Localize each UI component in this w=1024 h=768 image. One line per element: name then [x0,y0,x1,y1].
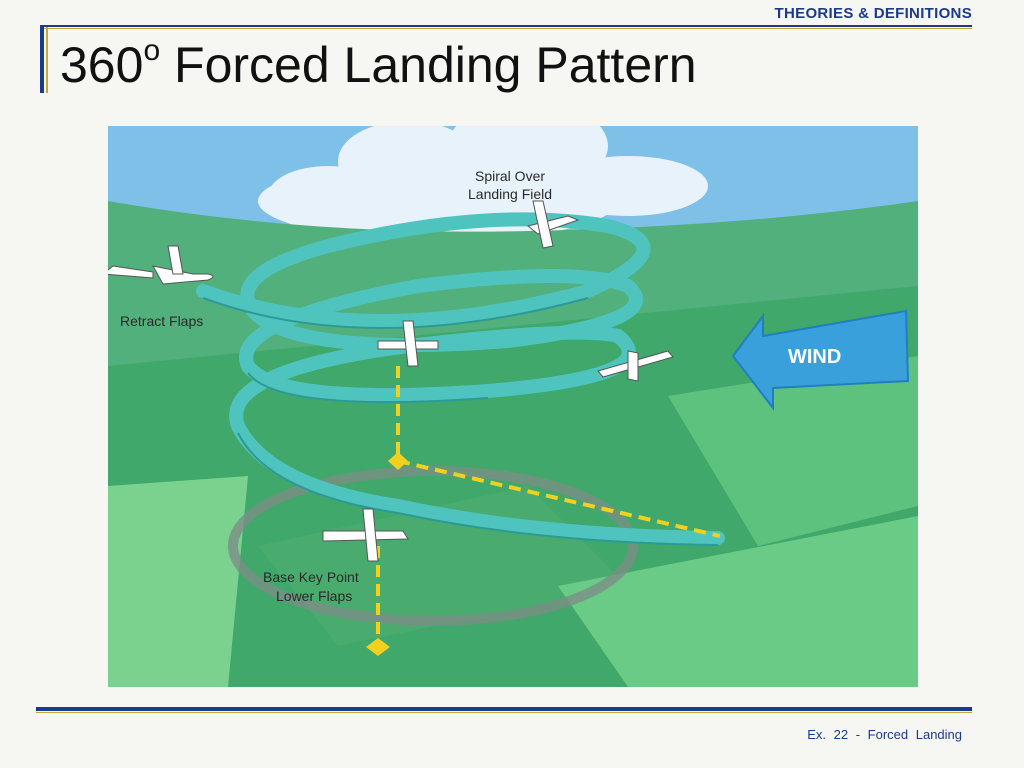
field-4 [108,476,248,687]
title-rest: Forced Landing Pattern [174,37,697,93]
airplane-3 [377,320,439,367]
title-bar [40,27,44,93]
title-degree: o [143,34,161,68]
illustration-svg: WIND Spiral Over Landing Field Retract F… [108,126,918,687]
landing-circle [228,466,638,626]
label-base-line1: Base Key Point [263,569,359,585]
forced-landing-illustration: WIND Spiral Over Landing Field Retract F… [108,126,918,687]
label-spiral-line1: Spiral Over [475,168,545,184]
key-point-marker [388,452,408,470]
key-points [366,452,408,656]
wind-label: WIND [788,346,841,368]
header-rule-accent [40,28,972,29]
title-number: 360 [60,37,144,93]
field-3 [558,516,918,687]
section-label: THEORIES & DEFINITIONS [774,5,972,22]
title-bar-accent [46,27,48,93]
label-base-line2: Lower Flaps [276,588,352,604]
airplane-2 [526,200,580,249]
footer-rule-accent [36,712,972,713]
airplane-4 [597,350,674,382]
base-key-marker [366,638,390,656]
field-1 [668,356,918,546]
footer-text: Ex. 22 - Forced Landing [807,727,962,742]
projection-lines [376,366,721,646]
spiral-ribbon [196,212,725,545]
label-spiral-line2: Landing Field [468,186,552,202]
slide-title: 360o Forced Landing Pattern [60,36,697,93]
footer-rule [36,707,972,711]
airplane-5 [322,508,409,562]
spiral-edge [202,297,719,546]
header-rule [40,25,972,27]
airplane-1 [108,245,214,285]
label-retract-flaps: Retract Flaps [120,313,203,329]
wind-arrow: WIND [731,309,910,411]
